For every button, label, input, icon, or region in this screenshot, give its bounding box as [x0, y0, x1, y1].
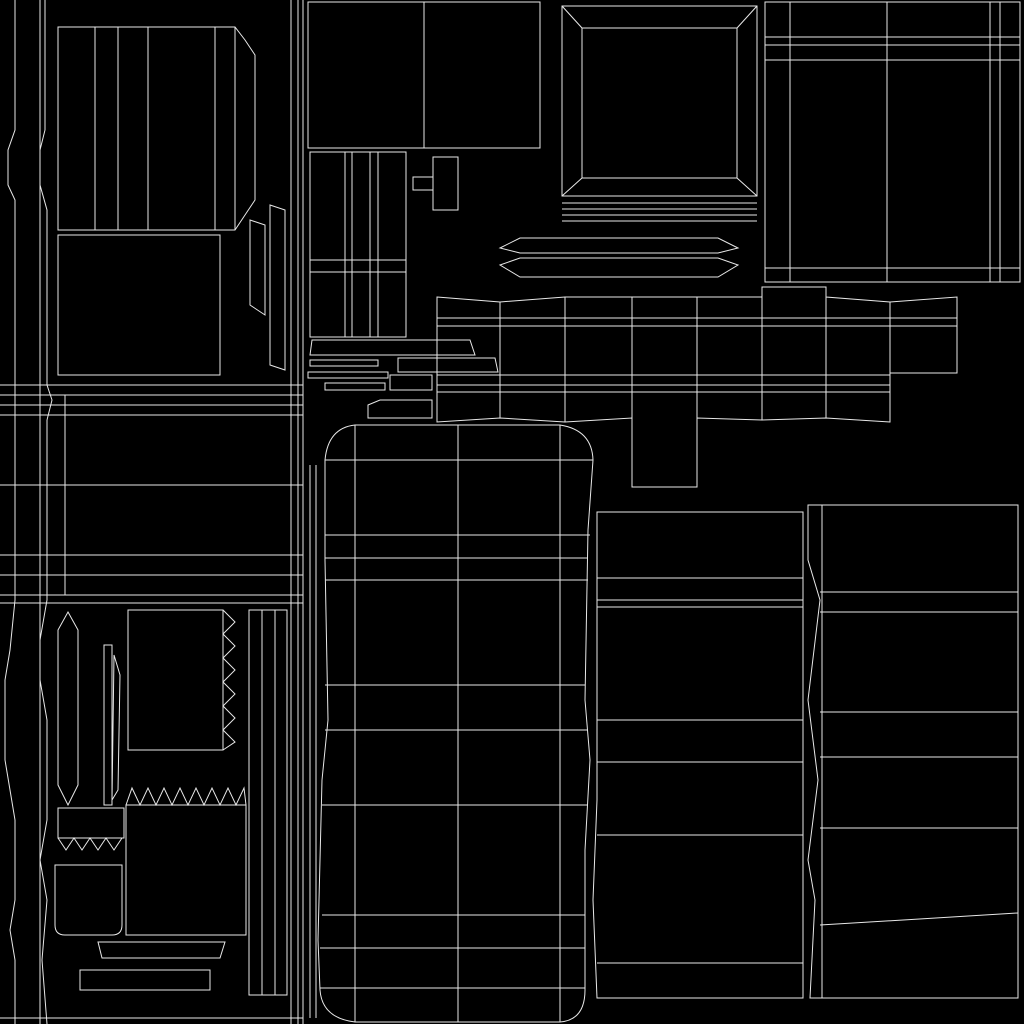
top-center-islands [307, 1, 541, 419]
jar-island [57, 26, 286, 376]
square-island [57, 234, 221, 376]
body-outline [317, 424, 594, 1023]
panel-b-h [819, 912, 1019, 926]
jar-outline [57, 26, 256, 231]
bar-island [498, 237, 740, 278]
right-panel-a [592, 511, 804, 999]
comb-teeth [222, 609, 236, 751]
right-panel-b [807, 504, 1019, 999]
frame-island [498, 5, 758, 278]
cross-island [412, 156, 459, 211]
frame-bevel [736, 177, 758, 197]
top-right-panel [764, 1, 1021, 283]
frame-bevel [736, 5, 758, 29]
frame-inner [581, 27, 738, 179]
column-island [309, 151, 407, 338]
cap-island [57, 807, 125, 839]
tray-island [97, 941, 226, 959]
frame-bevel [561, 5, 583, 29]
left-strip-seam [39, 0, 53, 1024]
box-unwrap [436, 286, 958, 488]
panel-b-outline [807, 504, 1019, 999]
body-island [309, 424, 594, 1023]
box-outline [436, 286, 958, 488]
left-strip-shell [0, 0, 304, 1024]
wedge-island [249, 204, 286, 371]
small-strips [307, 339, 499, 419]
cap-teeth [57, 837, 123, 851]
pot-island [54, 864, 123, 936]
frame-bevel [561, 177, 583, 197]
panel-a-outline [592, 511, 804, 999]
left-strip-outer-edge [4, 0, 16, 1024]
panel-outline [764, 1, 1021, 283]
ladder-island [248, 609, 288, 996]
fence-island [125, 804, 247, 936]
handle-island [79, 969, 211, 991]
fence-teeth [125, 786, 247, 807]
comb-island [127, 609, 224, 751]
bottom-left-islands [54, 609, 288, 996]
crystal-island [57, 610, 121, 807]
frame-outer [561, 5, 758, 197]
